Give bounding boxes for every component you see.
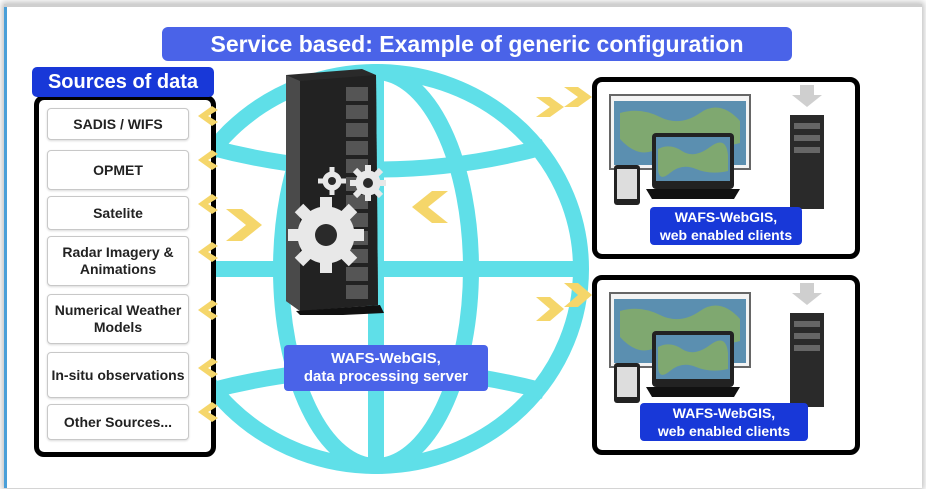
diagram-title: Service based: Example of generic config… xyxy=(162,27,792,61)
source-arrow-icon xyxy=(198,358,218,378)
client-label-1-line2: web enabled clients xyxy=(659,227,793,243)
source-item-other: Other Sources... xyxy=(47,404,189,440)
outbound-arrow-icon xyxy=(412,191,448,223)
source-arrow-icon xyxy=(198,242,218,262)
source-item-opmet: OPMET xyxy=(47,150,189,190)
source-item-insitu: In-situ observations xyxy=(47,352,189,398)
source-item-sadis: SADIS / WIFS xyxy=(47,108,189,140)
source-arrow-icon xyxy=(198,150,218,170)
source-arrows-group xyxy=(198,106,218,422)
inbound-arrow-icon xyxy=(226,209,262,241)
sources-heading: Sources of data xyxy=(32,67,214,97)
source-item-nwm: Numerical Weather Models xyxy=(47,294,189,344)
sources-panel: SADIS / WIFS OPMET Satelite Radar Imager… xyxy=(34,95,216,457)
client-label-1-line1: WAFS-WebGIS, xyxy=(674,209,778,225)
left-edge-bar xyxy=(4,7,7,488)
client-label-2-line1: WAFS-WebGIS, xyxy=(672,405,776,421)
client-devices-icon xyxy=(609,85,824,209)
server-label-line2: data processing server xyxy=(303,368,469,385)
server-label-line1: WAFS-WebGIS, xyxy=(331,350,441,367)
source-arrow-icon xyxy=(198,106,218,126)
server-label: WAFS-WebGIS, data processing server xyxy=(284,345,488,391)
client-devices-icon xyxy=(609,283,824,407)
source-arrow-icon xyxy=(198,402,218,422)
client-label-2: WAFS-WebGIS, web enabled clients xyxy=(640,403,808,441)
source-item-radar: Radar Imagery & Animations xyxy=(47,236,189,286)
client-label-2-line2: web enabled clients xyxy=(657,423,791,439)
source-item-satelite: Satelite xyxy=(47,196,189,230)
client-label-1: WAFS-WebGIS, web enabled clients xyxy=(650,207,802,245)
client-arrow-top-icon xyxy=(536,87,592,117)
gears-icon xyxy=(288,165,386,273)
source-arrow-icon xyxy=(198,300,218,320)
source-arrow-icon xyxy=(198,194,218,214)
client-arrow-bottom-icon xyxy=(536,283,592,321)
diagram-frame: Service based: Example of generic config… xyxy=(4,4,922,488)
